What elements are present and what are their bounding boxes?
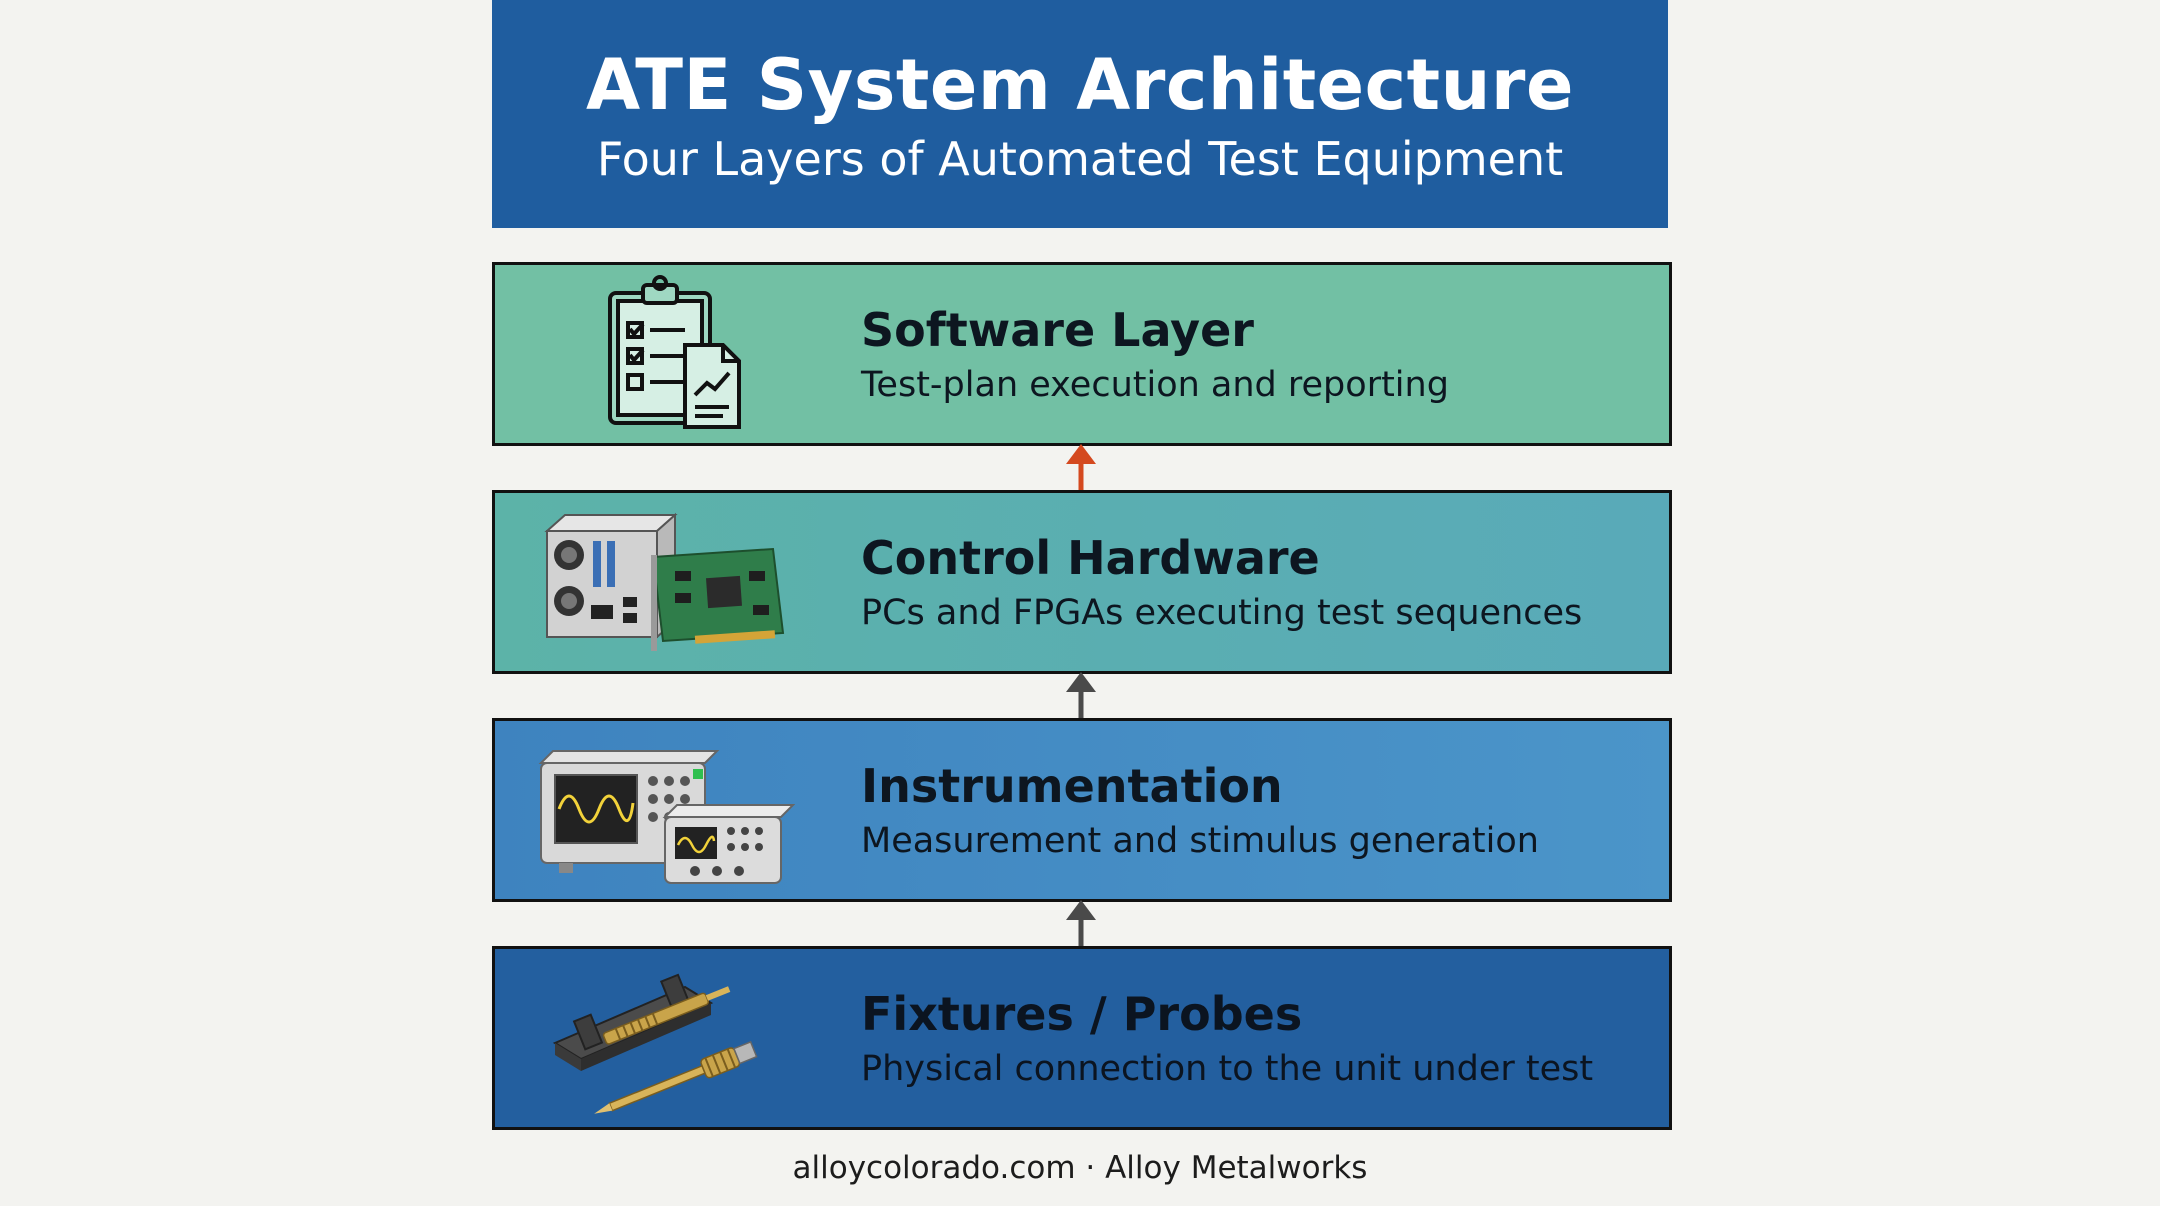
arrow-up-icon [1066,672,1096,718]
layer-title: Software Layer [861,303,1254,357]
layer-control-hardware: Control Hardware PCs and FPGAs executing… [492,490,1672,674]
header-banner: ATE System Architecture Four Layers of A… [492,0,1668,228]
page-title: ATE System Architecture [586,44,1574,126]
page-subtitle: Four Layers of Automated Test Equipment [596,132,1564,186]
layer-title: Instrumentation [861,759,1283,813]
layer-title: Control Hardware [861,531,1320,585]
arrow-up-icon [1066,444,1096,490]
layer-description: Test-plan execution and reporting [861,365,1449,405]
layer-description: PCs and FPGAs executing test sequences [861,593,1583,633]
footer-credit: alloycolorado.com · Alloy Metalworks [792,1150,1368,1186]
layer-software: Software Layer Test-plan execution and r… [492,262,1672,446]
layer-fixtures-probes: Fixtures / Probes Physical connection to… [492,946,1672,1130]
arrow-up-icon [1066,900,1096,946]
test-probe-icon [535,957,795,1119]
layer-instrumentation: Instrumentation Measurement and stimulus… [492,718,1672,902]
oscilloscope-icon [535,729,796,891]
layer-description: Physical connection to the unit under te… [861,1049,1594,1089]
pc-fpga-board-icon [535,501,795,663]
clipboard-report-icon [535,273,795,435]
layer-description: Measurement and stimulus generation [861,821,1539,861]
layer-title: Fixtures / Probes [861,987,1303,1041]
